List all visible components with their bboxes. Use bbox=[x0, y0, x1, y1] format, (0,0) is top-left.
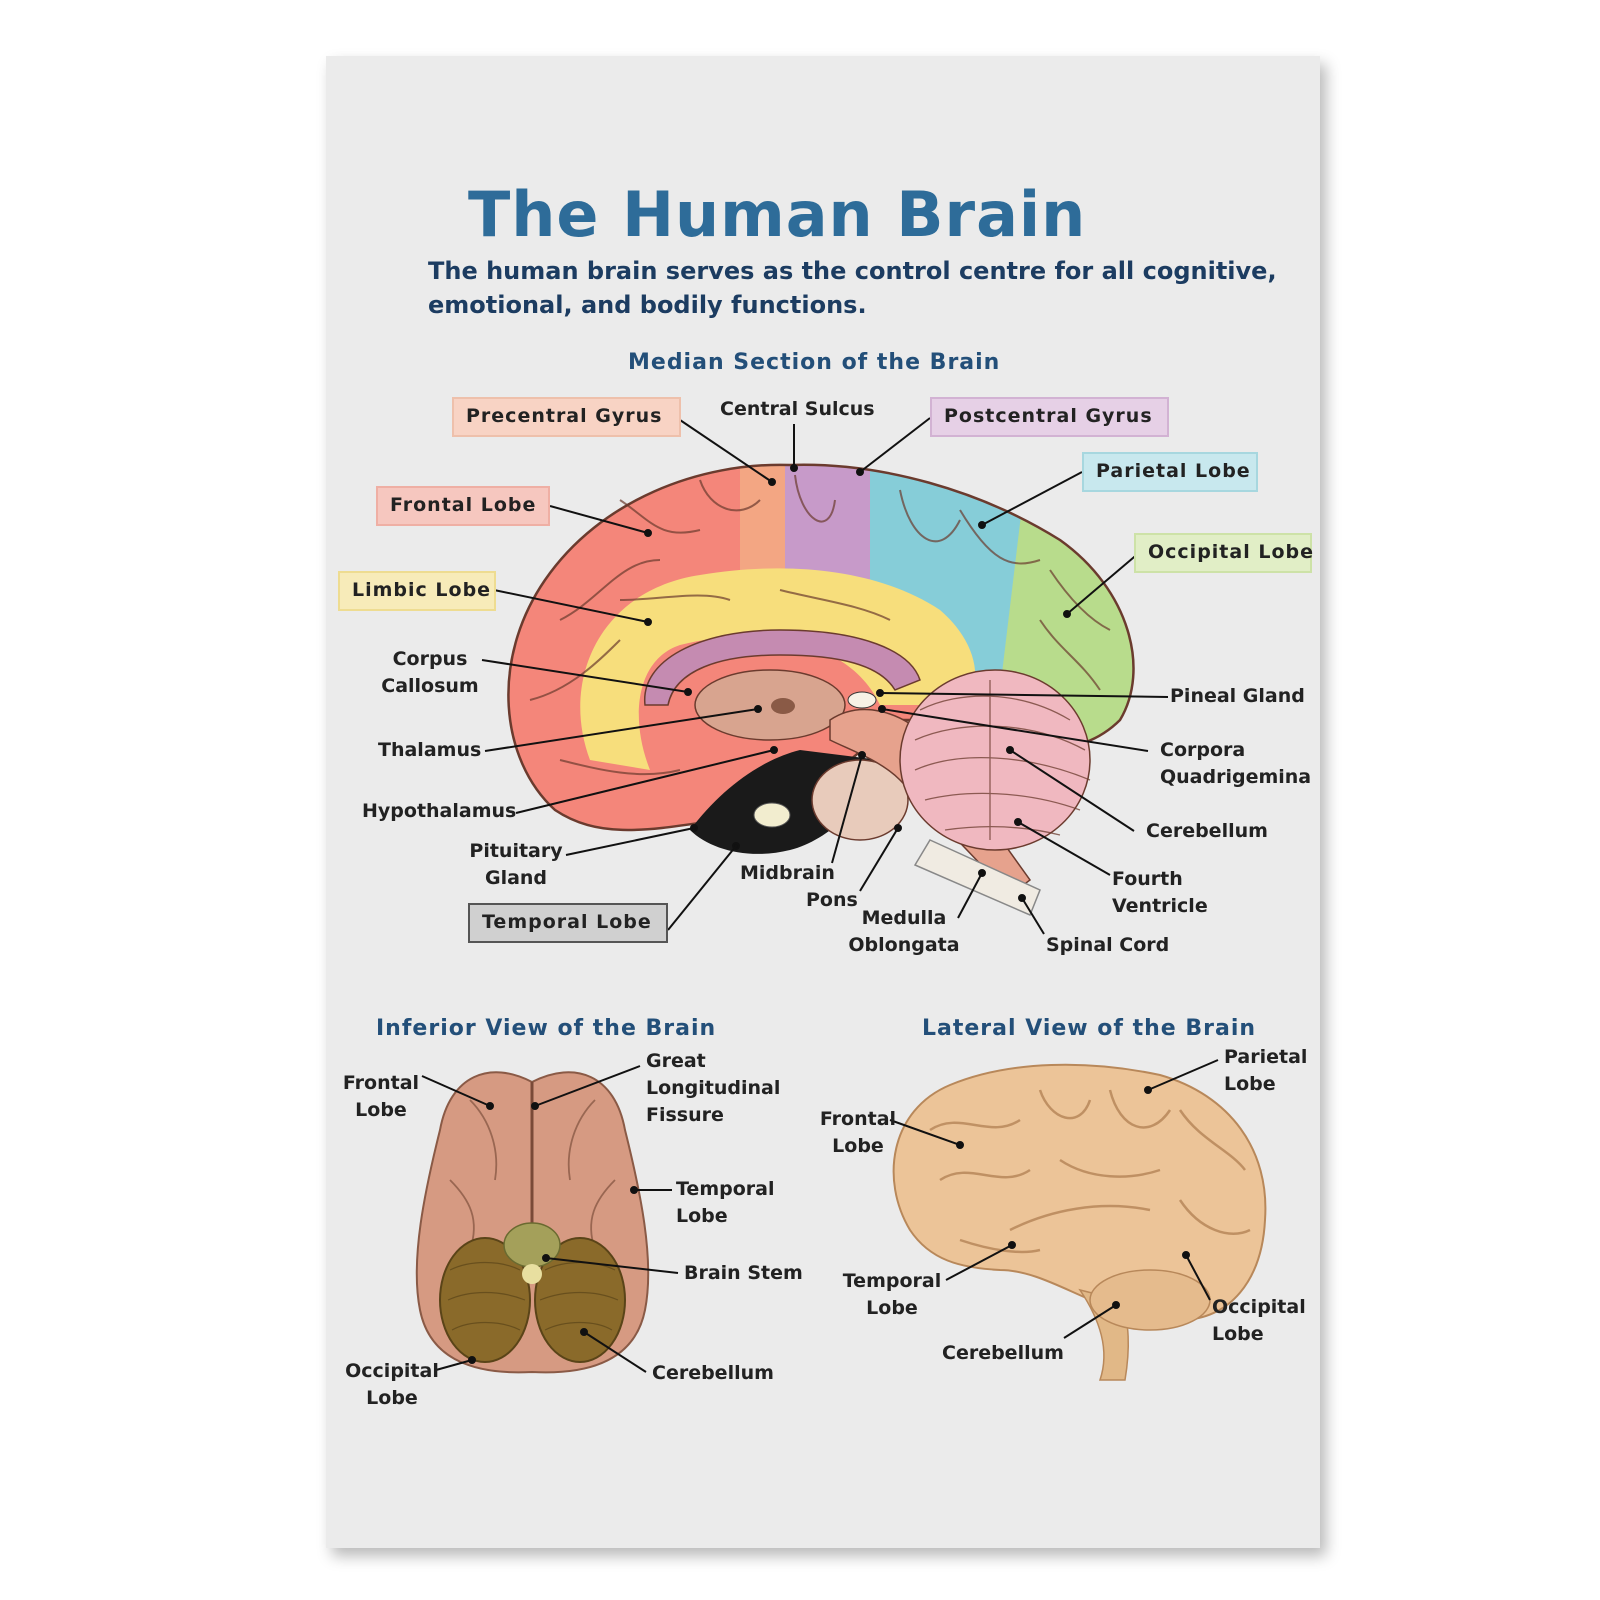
gyri-lines bbox=[529, 474, 1111, 776]
label-parietal-lobe: Parietal Lobe bbox=[1082, 452, 1258, 492]
pineal-shape bbox=[847, 691, 877, 709]
inferior-cerebellum-folia bbox=[447, 1261, 619, 1331]
inferior-label-temporal-lobe: Temporal Lobe bbox=[676, 1178, 775, 1227]
inferior-label-great-longitudinal-fissure: Great Longitudinal Fissure bbox=[646, 1050, 781, 1126]
thalamus-shape bbox=[694, 669, 846, 741]
lateral-cerebellum bbox=[1089, 1269, 1211, 1331]
pituitary-shape bbox=[753, 802, 791, 828]
label-temporal-lobe: Temporal Lobe bbox=[468, 903, 668, 943]
label-pituitary-gland: Pituitary Gland bbox=[469, 840, 563, 889]
label-thalamus: Thalamus bbox=[378, 739, 482, 761]
inferior-view-heading: Inferior View of the Brain bbox=[376, 1016, 717, 1041]
label-central-sulcus: Central Sulcus bbox=[720, 398, 875, 420]
lateral-label-occipital-lobe: Occipital Lobe bbox=[1212, 1296, 1306, 1345]
inferior-leader-lines bbox=[421, 1065, 679, 1373]
label-pons: Pons bbox=[806, 889, 858, 911]
spinal-cord-shape bbox=[913, 839, 1041, 916]
label-postcentral-gyrus: Postcentral Gyrus bbox=[930, 397, 1169, 437]
label-occipital-lobe: Occipital Lobe bbox=[1134, 533, 1313, 573]
label-medulla-oblongata: Medulla Oblongata bbox=[848, 907, 960, 956]
lateral-label-parietal-lobe: Parietal Lobe bbox=[1224, 1046, 1308, 1095]
inferior-cerebellum-right bbox=[534, 1237, 626, 1363]
inferior-cerebellum-left bbox=[439, 1237, 531, 1363]
lateral-leader-lines bbox=[889, 1059, 1219, 1339]
inferior-label-frontal-lobe: Frontal Lobe bbox=[342, 1072, 420, 1121]
label-corpus-callosum: Corpus Callosum bbox=[381, 648, 479, 697]
lateral-brain-outline bbox=[892, 1063, 1267, 1322]
label-spinal-cord: Spinal Cord bbox=[1046, 934, 1170, 956]
median-section-heading: Median Section of the Brain bbox=[628, 350, 1001, 375]
lateral-label-cerebellum: Cerebellum bbox=[942, 1342, 1064, 1364]
inferior-brain-stem-cut bbox=[522, 1264, 542, 1284]
inferior-label-cerebellum: Cerebellum bbox=[652, 1362, 774, 1384]
limbic-lobe-region bbox=[580, 568, 976, 770]
label-hypothalamus: Hypothalamus bbox=[362, 800, 517, 822]
label-midbrain: Midbrain bbox=[740, 862, 835, 884]
label-precentral-gyrus: Precentral Gyrus bbox=[452, 397, 681, 437]
label-frontal-lobe: Frontal Lobe bbox=[376, 486, 550, 526]
lateral-view-heading: Lateral View of the Brain bbox=[922, 1016, 1257, 1041]
cerebellum-shape bbox=[899, 669, 1091, 851]
label-cerebellum: Cerebellum bbox=[1146, 820, 1268, 842]
inferior-label-occipital-lobe: Occipital Lobe bbox=[345, 1360, 439, 1409]
lateral-gyri bbox=[929, 1089, 1251, 1254]
label-fourth-ventricle: Fourth Ventricle bbox=[1112, 868, 1208, 917]
page-description: The human brain serves as the control ce… bbox=[428, 257, 1277, 319]
inferior-label-brain-stem: Brain Stem bbox=[684, 1262, 803, 1284]
label-limbic-lobe: Limbic Lobe bbox=[338, 571, 496, 611]
corpus-callosum-shape bbox=[644, 629, 921, 706]
thalamus-nucleus bbox=[771, 698, 795, 714]
label-pineal-gland: Pineal Gland bbox=[1170, 685, 1305, 707]
page-title: The Human Brain bbox=[468, 178, 1087, 251]
lateral-label-temporal-lobe: Temporal Lobe bbox=[842, 1270, 942, 1319]
label-corpora-quadrigemina: Corpora Quadrigemina bbox=[1160, 739, 1312, 788]
lateral-label-frontal-lobe: Frontal Lobe bbox=[819, 1108, 897, 1157]
